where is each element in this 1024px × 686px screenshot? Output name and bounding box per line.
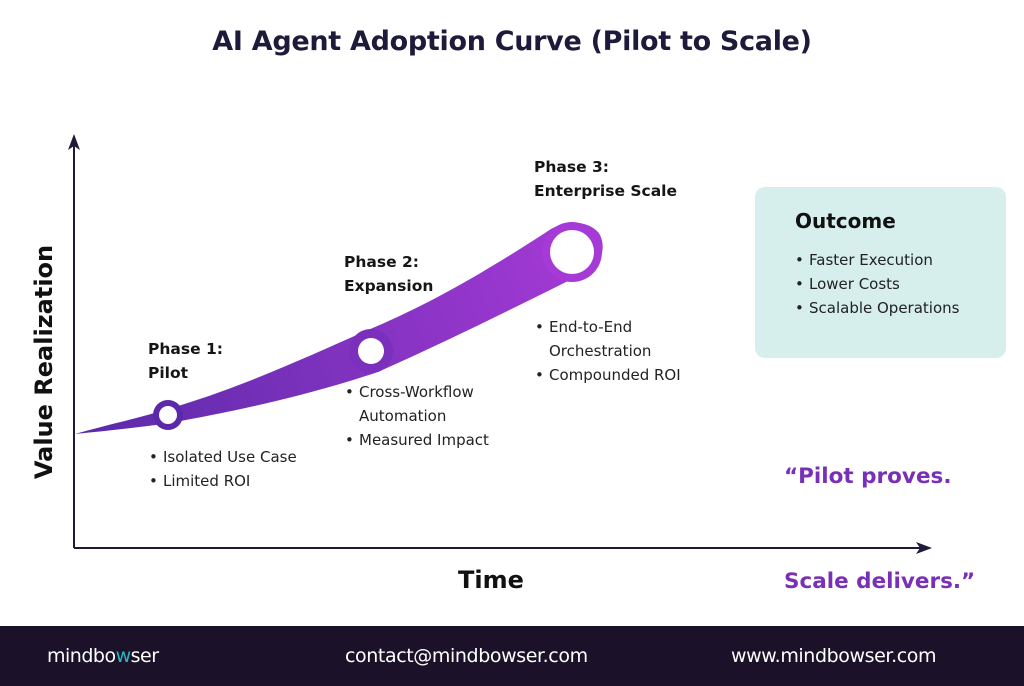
- brand-accent: w: [115, 645, 132, 667]
- list-item: Measured Impact: [345, 428, 489, 452]
- x-axis-arrow-icon: [916, 542, 932, 554]
- quote-line2: Scale delivers.”: [784, 569, 976, 594]
- phase-1-node: [153, 400, 183, 430]
- adoption-curve-diagram: [68, 134, 932, 554]
- phase-2-title-line1: Phase 2:: [344, 253, 419, 271]
- adoption-curve: [75, 222, 603, 434]
- y-axis-label: Value Realization: [30, 244, 58, 480]
- phase-3-node: [542, 222, 602, 282]
- list-item: Lower Costs: [795, 272, 959, 296]
- phase-3-title-line1: Phase 3:: [534, 158, 609, 176]
- brand-prefix: mindbo: [47, 645, 116, 667]
- list-item-continuation: Orchestration: [549, 342, 652, 360]
- quote-line1: “Pilot proves.: [784, 464, 952, 489]
- phase-2-bullets: Cross-Workflow Automation Measured Impac…: [345, 380, 489, 452]
- tagline-quote: “Pilot proves. Scale delivers.”: [784, 389, 975, 634]
- list-item: Faster Execution: [795, 248, 959, 272]
- list-item: Isolated Use Case: [149, 445, 297, 469]
- phase-2-node: [349, 329, 393, 373]
- outcome-title: Outcome: [795, 209, 896, 233]
- outcome-box: Outcome Faster Execution Lower Costs Sca…: [755, 187, 1006, 358]
- outcome-bullets: Faster Execution Lower Costs Scalable Op…: [795, 248, 959, 320]
- contact-email-link[interactable]: contact@mindbowser.com: [345, 645, 588, 667]
- list-item: Limited ROI: [149, 469, 297, 493]
- phase-3-title: Phase 3: Enterprise Scale: [534, 155, 677, 203]
- list-item: Orchestration: [535, 339, 681, 363]
- x-axis-label: Time: [458, 566, 524, 594]
- phase-1-bullets: Isolated Use Case Limited ROI: [149, 445, 297, 493]
- page-title: AI Agent Adoption Curve (Pilot to Scale): [212, 26, 812, 57]
- list-item-continuation: Automation: [359, 407, 447, 425]
- phase-1-title-line1: Phase 1:: [148, 340, 223, 358]
- list-item: Automation: [345, 404, 489, 428]
- phase-1-title: Phase 1: Pilot: [148, 337, 223, 385]
- list-item: Cross-Workflow: [345, 380, 489, 404]
- brand-suffix: ser: [130, 645, 159, 667]
- list-item: Compounded ROI: [535, 363, 681, 387]
- y-axis: [68, 134, 80, 548]
- phase-3-bullets: End-to-End Orchestration Compounded ROI: [535, 315, 681, 387]
- list-item: End-to-End: [535, 315, 681, 339]
- footer-bar: mindbowser contact@mindbowser.com www.mi…: [0, 626, 1024, 686]
- website-link[interactable]: www.mindbowser.com: [731, 645, 937, 667]
- phase-3-title-line2: Enterprise Scale: [534, 182, 678, 200]
- brand-logo: mindbowser: [47, 645, 159, 667]
- phase-1-title-line2: Pilot: [148, 364, 189, 382]
- phase-2-title-line2: Expansion: [344, 277, 434, 295]
- y-axis-arrow-icon: [68, 134, 80, 150]
- x-axis: [74, 542, 932, 554]
- phase-2-title: Phase 2: Expansion: [344, 250, 433, 298]
- list-item: Scalable Operations: [795, 296, 959, 320]
